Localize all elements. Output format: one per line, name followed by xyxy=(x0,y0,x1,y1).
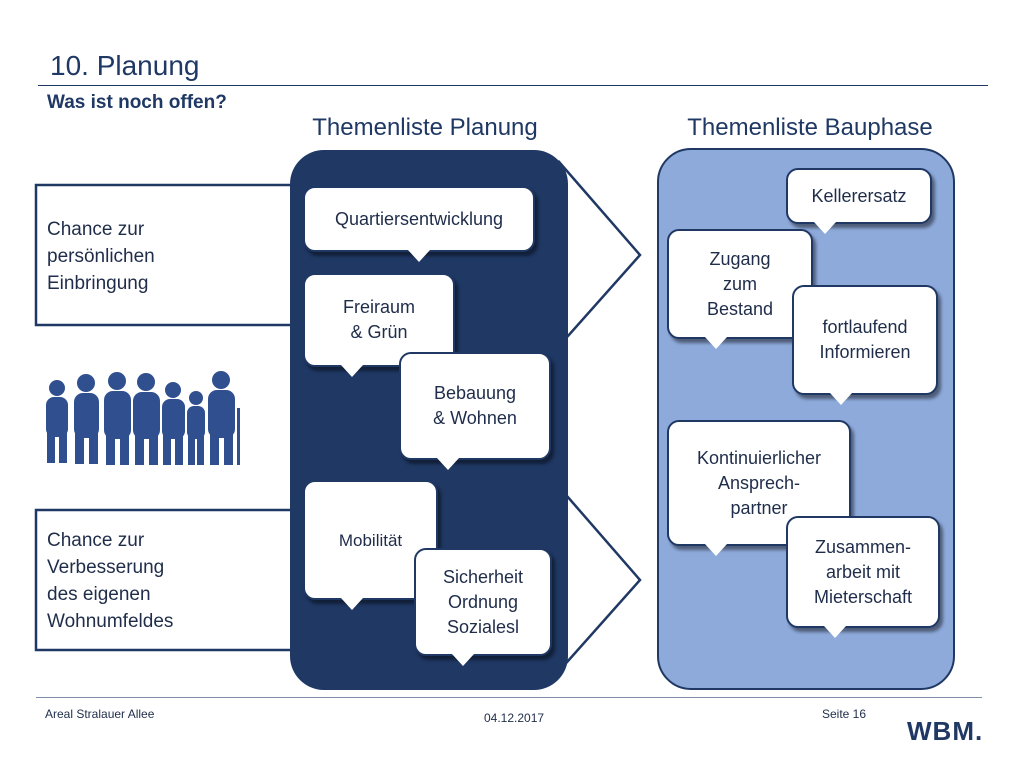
topic-bubble-freiraum: Freiraum & Grün xyxy=(303,273,455,377)
topic-bubble-bebauung: Bebauung & Wohnen xyxy=(399,352,551,470)
topic-bubble-kellerersatz: Kellerersatz xyxy=(786,168,932,234)
chance-line: Verbesserung xyxy=(47,557,165,578)
topic-line: Ansprech- xyxy=(717,472,801,493)
chance-line: persönlichen xyxy=(47,246,155,267)
topic-line: zum xyxy=(722,273,757,294)
topic-line: Bebauung xyxy=(433,383,517,403)
topic-line: partner xyxy=(730,497,788,518)
column-title-planung: Themenliste Planung xyxy=(312,114,538,141)
footer-page-number: Seite 16 xyxy=(822,707,867,721)
topic-line: Sicherheit xyxy=(442,566,524,587)
topic-line: arbeit mit xyxy=(825,561,900,582)
topic-line: Informieren xyxy=(819,342,911,362)
footer-divider xyxy=(36,697,982,698)
topic-line: Quartiersentwicklung xyxy=(334,208,504,229)
topic-line: Bestand xyxy=(706,298,774,319)
topic-line: Sozialesl xyxy=(446,616,520,637)
topic-bubble-zugang: Zugang zum Bestand xyxy=(667,229,813,349)
chance-line: Chance zur xyxy=(47,530,145,551)
topic-line: Kellerersatz xyxy=(811,185,907,206)
topic-bubble-quartiersentwicklung: Quartiersentwicklung xyxy=(303,186,535,262)
topic-line: Zusammen- xyxy=(814,536,911,557)
chance-text-1: Chance zur persönlichen Einbringung xyxy=(47,216,155,297)
topic-line: & Wohnen xyxy=(433,408,517,428)
chance-text-2: Chance zur Verbesserung des eigenen Wohn… xyxy=(47,527,173,635)
page-title: 10. Planung xyxy=(50,50,200,81)
topic-line: & Grün xyxy=(350,322,408,342)
topic-line: Mobilität xyxy=(338,530,403,550)
chance-line: Wohnumfeldes xyxy=(47,611,174,632)
page-subtitle: Was ist noch offen? xyxy=(47,92,227,113)
topic-line: Freiraum xyxy=(342,297,415,317)
chance-line: des eigenen xyxy=(47,584,151,605)
wbm-logo: WBM. xyxy=(907,716,984,746)
topic-line: Kontinuierlicher xyxy=(696,447,822,468)
chance-line: Chance zur xyxy=(47,219,145,240)
topic-line: fortlaufend xyxy=(822,317,908,337)
topic-bubble-zusammenarbeit: Zusammen- arbeit mit Mieterschaft xyxy=(786,516,940,638)
family-silhouette-icon xyxy=(46,371,240,465)
topic-bubble-mobilitaet: Mobilität xyxy=(303,480,438,610)
title-divider xyxy=(38,85,988,86)
footer-date: 04.12.2017 xyxy=(484,711,545,725)
column-title-bauphase: Themenliste Bauphase xyxy=(687,114,933,141)
footer-project: Areal Stralauer Allee xyxy=(45,707,155,721)
topic-line: Ordnung xyxy=(447,591,519,612)
topic-line: Mieterschaft xyxy=(813,586,913,607)
topic-bubble-sicherheit: Sicherheit Ordnung Sozialesl xyxy=(414,548,552,666)
topic-bubble-informieren: fortlaufend Informieren xyxy=(792,285,938,405)
chance-line: Einbringung xyxy=(47,273,149,294)
topic-line: Zugang xyxy=(709,248,771,269)
